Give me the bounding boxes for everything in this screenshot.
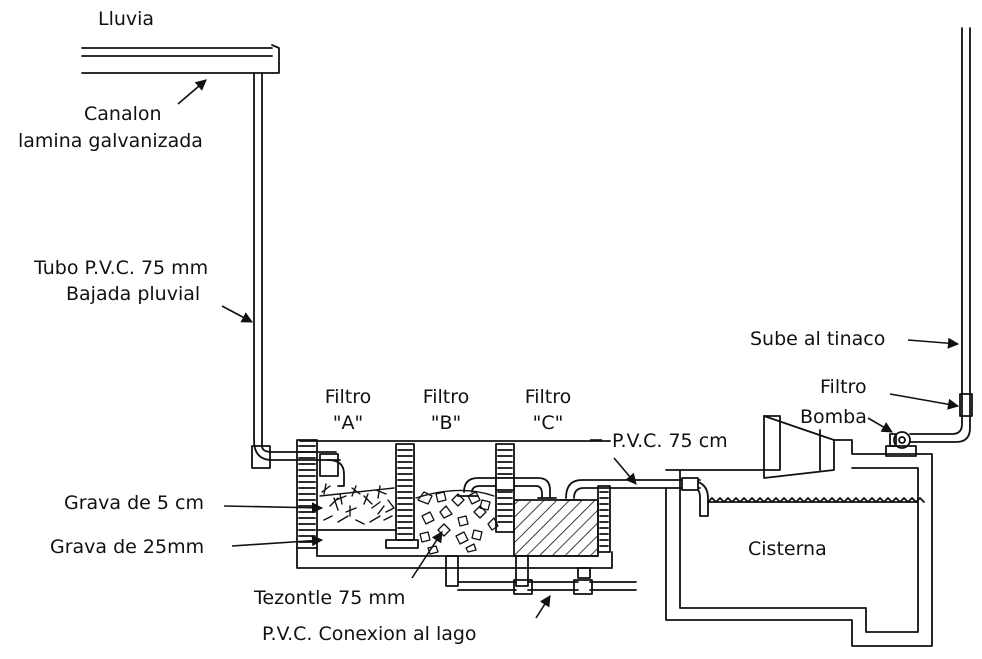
filter-a-box <box>296 439 318 549</box>
gravel-5cm-fill <box>319 483 395 525</box>
filter-c-label: Filtro <box>524 386 572 408</box>
connector-b <box>457 477 557 499</box>
filter-a-label: Filtro <box>324 386 372 408</box>
to-tank-arrow <box>907 337 960 349</box>
rain-label: Lluvia <box>98 8 155 30</box>
riser-pipe <box>909 27 973 443</box>
filter-tank <box>296 529 613 569</box>
gravel-25mm-label: Grava de 25mm <box>50 536 205 558</box>
gravel-5cm-arrow <box>223 502 324 514</box>
downspout-label: Bajada pluvial <box>66 283 201 305</box>
gravel-25mm-fill <box>513 499 599 557</box>
lake-connection-arrow <box>535 595 551 619</box>
filter-arrow <box>889 393 960 410</box>
gutter-arrow <box>177 79 207 105</box>
to-tank-label: Sube al tinaco <box>750 328 886 350</box>
downspout-pipe <box>251 72 345 487</box>
filter-b-divider <box>385 443 419 549</box>
filter-label: Filtro <box>820 376 867 398</box>
filter-right-wall <box>597 485 611 553</box>
tezontle-label: Tezontle 75 mm <box>254 587 406 609</box>
filter-a-id: "A" <box>332 412 364 434</box>
pipe-label: Tubo P.V.C. 75 mm <box>34 257 209 279</box>
pvc-pipe-label: P.V.C. 75 cm <box>612 430 728 452</box>
lake-connection-label: P.V.C. Conexion al lago <box>262 623 477 645</box>
filter-b-id: "B" <box>430 412 462 434</box>
pump-arrow <box>867 417 893 433</box>
cistern-label: Cisterna <box>748 538 827 560</box>
gutter-material-label: lamina galvanizada <box>18 130 203 152</box>
gravel-5cm-label: Grava de 5 cm <box>64 492 204 514</box>
pvc-pipe-arrow-2 <box>613 457 637 485</box>
gutter-label: Canalon <box>84 103 162 125</box>
tezontle-fill <box>415 489 499 555</box>
downspout-arrow <box>221 305 253 323</box>
pump <box>885 431 917 457</box>
tezontle-arrow <box>411 531 443 579</box>
gravel-25mm-arrow <box>231 535 324 547</box>
lake-connection-pipes <box>445 555 637 595</box>
connector-c <box>559 477 709 517</box>
cistern <box>665 415 933 647</box>
pump-label: Bomba <box>800 406 867 428</box>
filter-c-id: "C" <box>532 412 564 434</box>
gutter <box>81 44 280 74</box>
filter-b-label: Filtro <box>422 386 470 408</box>
